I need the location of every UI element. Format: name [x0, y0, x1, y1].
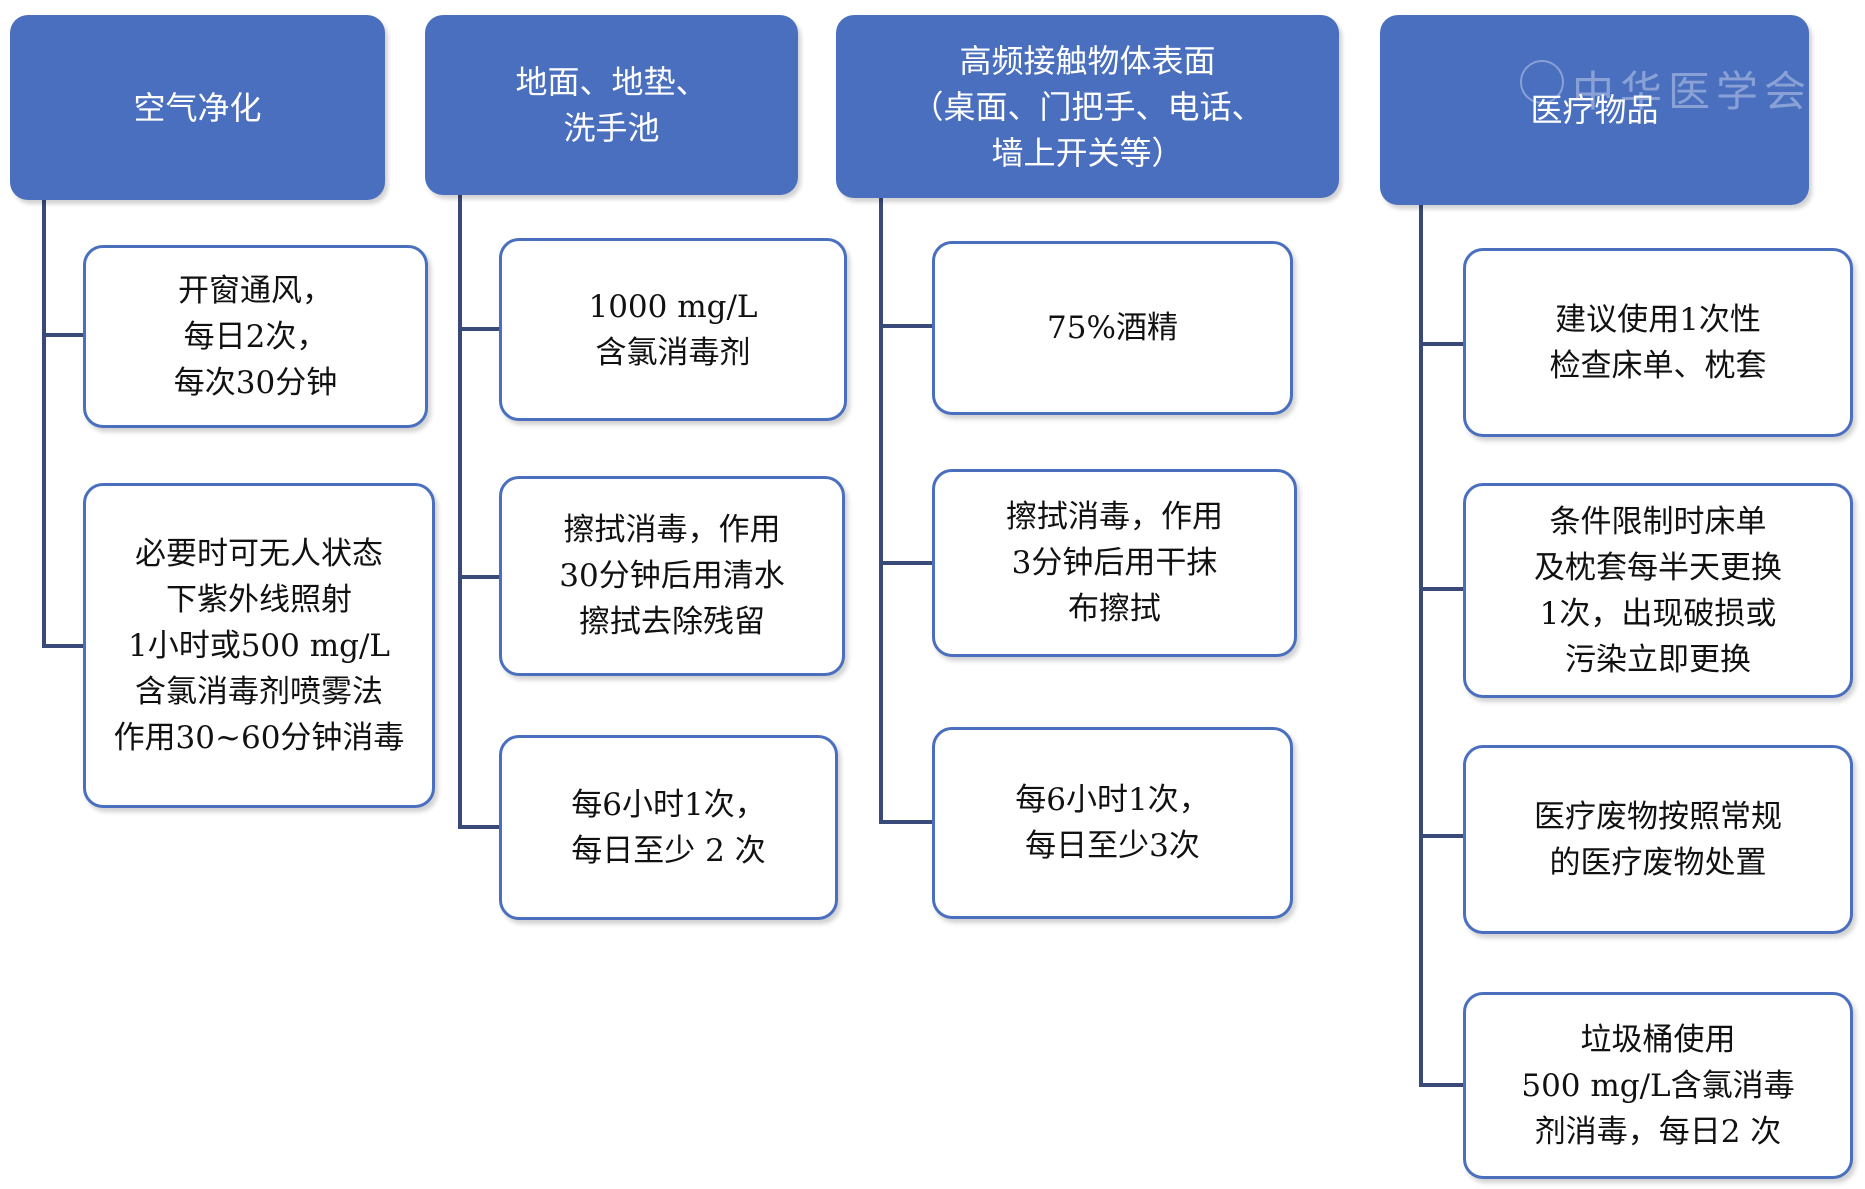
box-line: 每日至少3次 [1025, 828, 1200, 864]
watermark: 中华医学会 [1572, 67, 1813, 116]
box-line: 3分钟后用干抹 [1011, 545, 1218, 581]
category-header-air: 空气净化 [10, 15, 385, 200]
box-line: 剂消毒，每日2 次 [1534, 1113, 1782, 1150]
box-line: 75%酒精 [1047, 310, 1178, 346]
method-box: 擦拭消毒，作用 3分钟后用干抹 布擦拭 [932, 469, 1297, 657]
category-header-medical: 医疗物品 [1380, 15, 1809, 205]
header-line: 墙上开关等） [991, 133, 1184, 172]
box-line: 含氯消毒剂 [595, 334, 751, 371]
box-line: 必要时可无人状态 [135, 535, 383, 572]
method-box: 1000 mg/L 含氯消毒剂 [499, 238, 847, 421]
box-line: 每日2次， [183, 318, 328, 355]
box-line: 条件限制时床单 [1549, 503, 1767, 540]
box-line: 垃圾桶使用 [1580, 1021, 1736, 1058]
connector-trunk [1419, 205, 1423, 1087]
box-line: 污染立即更换 [1565, 641, 1751, 678]
method-box: 每6小时1次， 每日至少 2 次 [499, 735, 838, 920]
box-line: 擦拭消毒，作用 [563, 512, 781, 548]
watermark-seal [1520, 60, 1564, 104]
connector-trunk [458, 195, 462, 829]
box-line: 每日至少 2 次 [571, 832, 766, 869]
box-line: 擦拭消毒，作用 [1006, 499, 1223, 535]
connector-branch [42, 333, 84, 337]
box-line: 布擦拭 [1068, 591, 1161, 627]
category-header-floor: 地面、地垫、 洗手池 [425, 15, 798, 195]
connector-trunk [879, 198, 883, 824]
header-line: 地面、地垫、 [515, 63, 708, 101]
connector-branch [458, 575, 500, 579]
box-line: 含氯消毒剂喷雾法 [135, 673, 383, 710]
box-line: 30分钟后用清水 [559, 558, 785, 594]
box-line: 1次，出现破损或 [1539, 595, 1777, 632]
connector-branch [1419, 834, 1464, 838]
connector-branch [879, 324, 934, 328]
method-box: 必要时可无人状态 下紫外线照射 1小时或500 mg/L 含氯消毒剂喷雾法 作用… [83, 483, 435, 808]
method-box: 医疗废物按照常规 的医疗废物处置 [1463, 745, 1853, 934]
box-line: 作用30~60分钟消毒 [113, 719, 405, 756]
header-line: 洗手池 [563, 109, 660, 147]
connector-branch [42, 644, 84, 648]
box-line: 下紫外线照射 [166, 581, 352, 618]
connector-branch [1419, 342, 1464, 346]
connector-branch [879, 561, 934, 565]
connector-branch [1419, 587, 1464, 591]
method-box: 75%酒精 [932, 241, 1293, 415]
box-line: 医疗废物按照常规 [1534, 798, 1782, 835]
box-line: 开窗通风， [178, 272, 333, 309]
box-line: 每次30分钟 [173, 364, 338, 401]
box-line: 建议使用1次性 [1555, 301, 1761, 338]
connector-branch [458, 327, 500, 331]
box-line: 及枕套每半天更换 [1534, 549, 1782, 586]
box-line: 500 mg/L含氯消毒 [1521, 1067, 1795, 1104]
method-box: 条件限制时床单 及枕套每半天更换 1次，出现破损或 污染立即更换 [1463, 483, 1853, 698]
box-line: 的医疗废物处置 [1549, 844, 1767, 881]
connector-trunk [42, 200, 46, 648]
connector-branch [458, 825, 500, 829]
method-box: 垃圾桶使用 500 mg/L含氯消毒 剂消毒，每日2 次 [1463, 992, 1853, 1179]
connector-branch [1419, 1083, 1464, 1087]
box-line: 1小时或500 mg/L [127, 627, 391, 664]
box-line: 每6小时1次， [1015, 782, 1210, 818]
method-box: 开窗通风， 每日2次， 每次30分钟 [83, 245, 428, 428]
header-line: （桌面、门把手、电话、 [911, 87, 1264, 126]
header-line: 高频接触物体表面 [959, 41, 1216, 80]
box-line: 擦拭去除残留 [579, 604, 765, 640]
box-line: 检查床单、枕套 [1549, 347, 1767, 384]
box-line: 每6小时1次， [571, 786, 766, 823]
header-line: 空气净化 [133, 88, 262, 127]
box-line: 1000 mg/L [588, 288, 758, 325]
connector-branch [879, 820, 934, 824]
category-header-surfaces: 高频接触物体表面 （桌面、门把手、电话、 墙上开关等） [836, 15, 1339, 198]
method-box: 擦拭消毒，作用 30分钟后用清水 擦拭去除残留 [499, 476, 845, 676]
method-box: 每6小时1次， 每日至少3次 [932, 727, 1293, 919]
method-box: 建议使用1次性 检查床单、枕套 [1463, 248, 1853, 437]
